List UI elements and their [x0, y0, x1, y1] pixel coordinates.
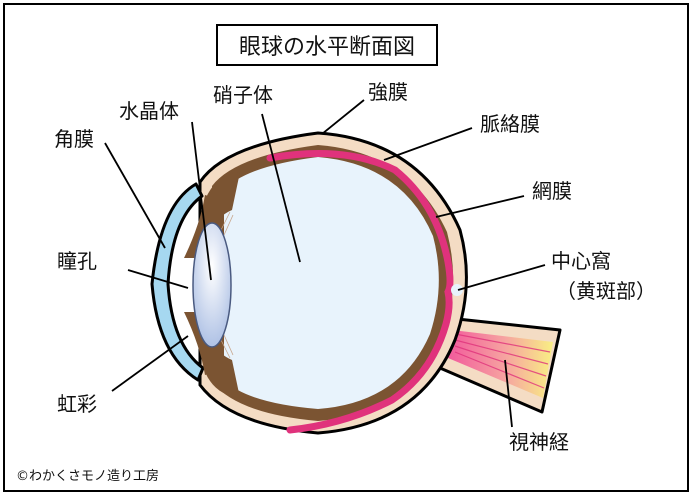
label-macula: （黄斑部）	[556, 279, 656, 303]
cornea-shape	[150, 182, 205, 382]
optic-nerve-fibers	[454, 333, 551, 389]
ciliary-upper	[205, 172, 240, 230]
copyright-text: ©わかくさモノ造り工房	[16, 469, 160, 484]
fovea-dip	[451, 284, 463, 296]
label-retina: 網膜	[532, 179, 572, 203]
label-pupil: 瞳孔	[57, 249, 97, 273]
label-iris: 虹彩	[57, 392, 97, 416]
label-choroid: 脈絡膜	[480, 112, 540, 136]
label-sclera: 強膜	[368, 80, 408, 104]
label-optic-nerve: 視神経	[509, 430, 569, 454]
ciliary-lower	[205, 340, 240, 398]
label-cornea: 角膜	[54, 127, 94, 151]
label-vitreous: 硝子体	[213, 83, 273, 107]
retina-line	[266, 150, 454, 434]
diagram-title: 眼球の水平断面図	[216, 24, 438, 66]
label-lens: 水晶体	[119, 99, 179, 123]
label-fovea: 中心窩	[551, 249, 611, 273]
vitreous-shape	[224, 157, 439, 409]
lens-shape	[192, 222, 232, 348]
leader-lines	[104, 99, 546, 428]
